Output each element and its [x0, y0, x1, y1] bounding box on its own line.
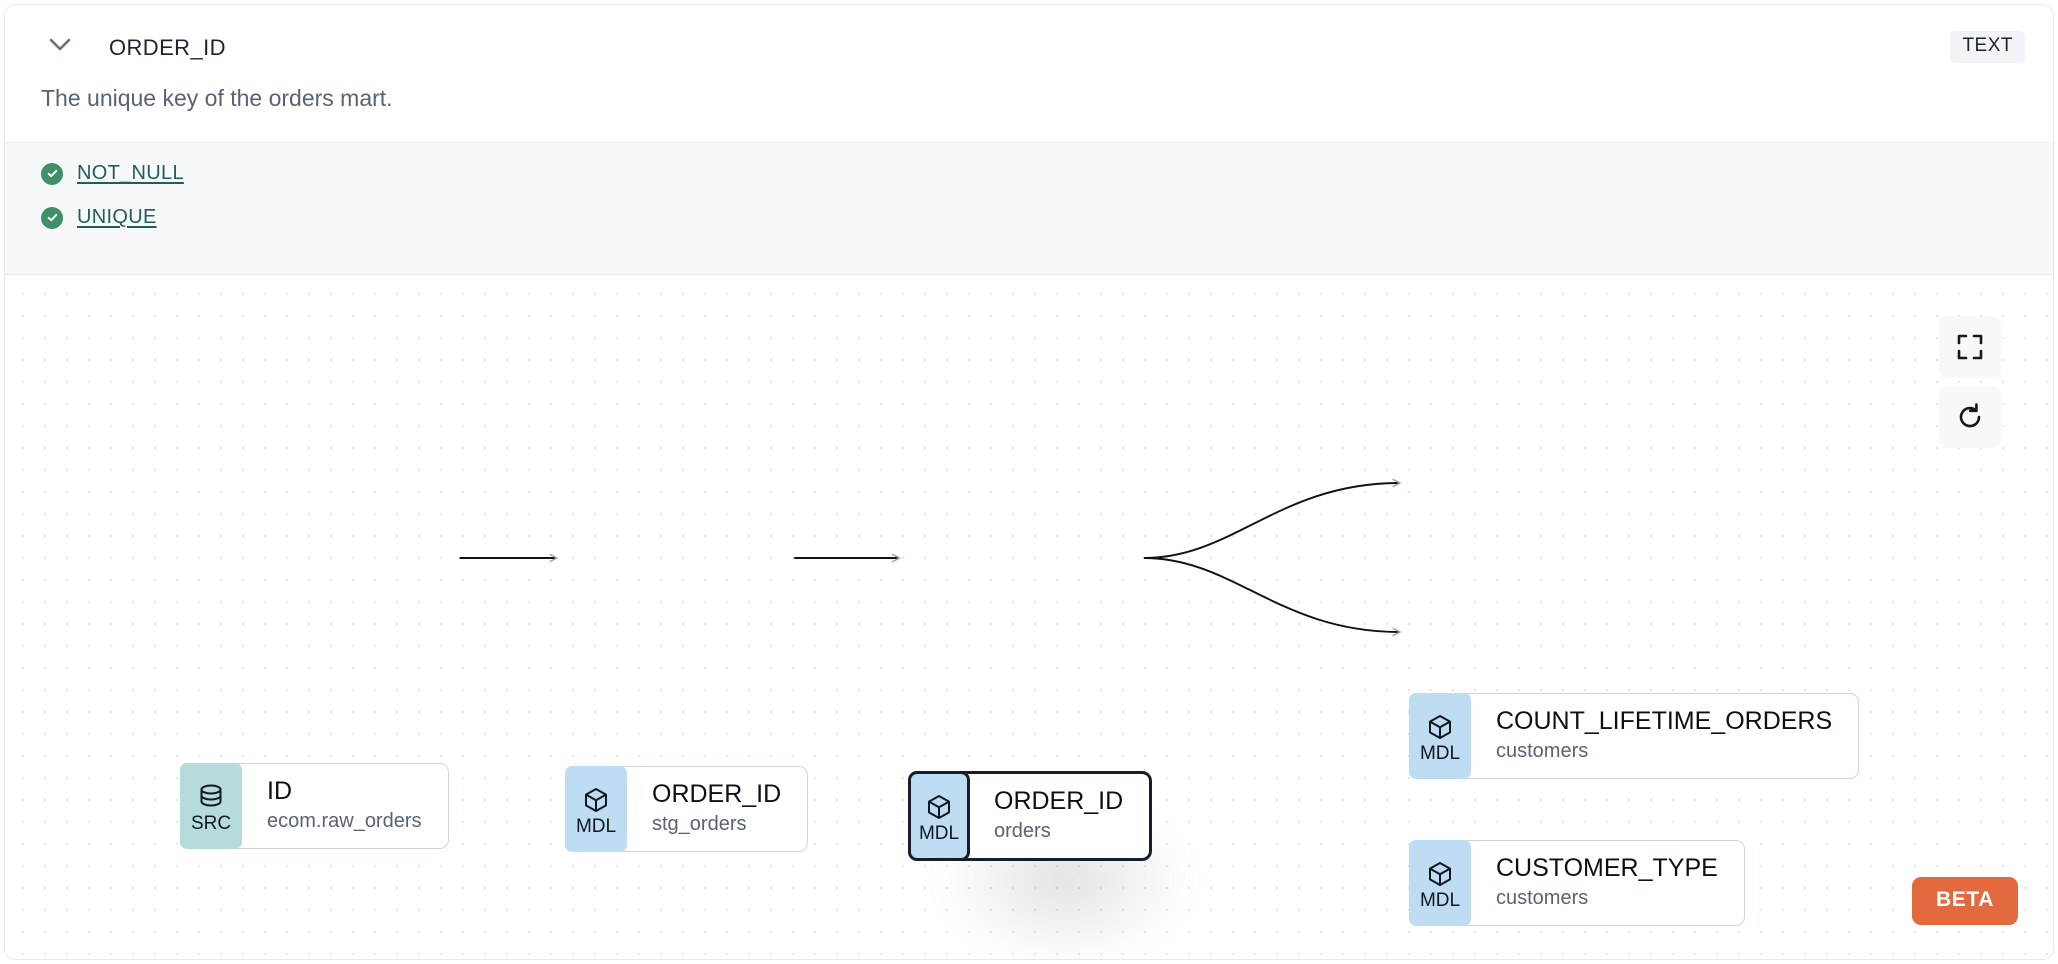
- node-kind-label: SRC: [190, 812, 232, 834]
- node-name: CUSTOMER_TYPE: [1496, 854, 1718, 882]
- node-subtitle: customers: [1496, 886, 1589, 909]
- node-kind-badge-mdl: MDL: [1409, 840, 1471, 926]
- fullscreen-icon: [1957, 334, 1983, 360]
- database-icon: [200, 784, 222, 807]
- node-name: COUNT_LIFETIME_ORDERS: [1496, 707, 1833, 735]
- tests-section: NOT_NULL UNIQUE: [5, 142, 2053, 275]
- check-circle-icon: [41, 206, 63, 229]
- node-body: COUNT_LIFETIME_ORDERS customers: [1457, 693, 1860, 779]
- beta-badge[interactable]: BETA: [1911, 877, 2018, 925]
- fullscreen-button[interactable]: [1939, 316, 2001, 378]
- node-kind-label: MDL: [918, 822, 960, 844]
- node-name: ID: [267, 777, 292, 805]
- lineage-node-count-lifetime-orders[interactable]: MDL COUNT_LIFETIME_ORDERS customers: [1409, 693, 1860, 779]
- test-row: UNIQUE: [41, 206, 157, 229]
- test-link-not-null[interactable]: NOT_NULL: [77, 162, 184, 184]
- lineage-node-src-id[interactable]: SRC ID ecom.raw_orders: [180, 763, 449, 849]
- data-type-badge: TEXT: [1950, 31, 2025, 63]
- node-subtitle: stg_orders: [652, 812, 747, 835]
- column-detail-panel: ORDER_ID TEXT The unique key of the orde…: [4, 4, 2054, 960]
- node-name: ORDER_ID: [994, 787, 1124, 815]
- node-body: ID ecom.raw_orders: [228, 763, 449, 849]
- lineage-graph-canvas[interactable]: SRC ID ecom.raw_orders MDL ORDER_ID stg_…: [5, 275, 2053, 960]
- node-kind-badge-src: SRC: [180, 763, 242, 849]
- node-body: CUSTOMER_TYPE customers: [1457, 840, 1745, 926]
- node-subtitle: orders: [994, 819, 1051, 842]
- node-kind-badge-mdl: MDL: [565, 766, 627, 852]
- lineage-node-customer-type[interactable]: MDL CUSTOMER_TYPE customers: [1409, 840, 1745, 926]
- node-body: ORDER_ID stg_orders: [613, 766, 809, 852]
- node-kind-badge-mdl: MDL: [1409, 693, 1471, 779]
- test-row: NOT_NULL: [41, 162, 184, 185]
- test-link-unique[interactable]: UNIQUE: [77, 206, 157, 228]
- cube-icon: [1429, 714, 1451, 739]
- chevron-down-icon[interactable]: [45, 33, 75, 57]
- panel-header: ORDER_ID TEXT: [5, 5, 2053, 79]
- node-subtitle: customers: [1496, 739, 1589, 762]
- node-kind-label: MDL: [1419, 889, 1461, 911]
- check-circle-icon: [41, 162, 63, 185]
- cube-icon: [1429, 861, 1451, 886]
- node-subtitle: ecom.raw_orders: [267, 809, 422, 832]
- lineage-edges: [459, 275, 2053, 960]
- cube-icon: [585, 787, 607, 812]
- refresh-button[interactable]: [1939, 386, 2001, 448]
- column-description: The unique key of the orders mart.: [41, 85, 393, 111]
- node-kind-label: MDL: [575, 815, 617, 837]
- page-title: ORDER_ID: [109, 35, 226, 60]
- node-kind-badge-mdl: MDL: [908, 771, 970, 861]
- cube-icon: [928, 794, 950, 819]
- node-name: ORDER_ID: [652, 780, 782, 808]
- node-kind-label: MDL: [1419, 742, 1461, 764]
- canvas-controls: [1939, 316, 2001, 448]
- lineage-node-orders-selected[interactable]: MDL ORDER_ID orders: [908, 771, 1153, 861]
- lineage-node-stg-orders[interactable]: MDL ORDER_ID stg_orders: [565, 766, 809, 852]
- node-body: ORDER_ID orders: [953, 771, 1153, 861]
- refresh-icon: [1959, 403, 1981, 428]
